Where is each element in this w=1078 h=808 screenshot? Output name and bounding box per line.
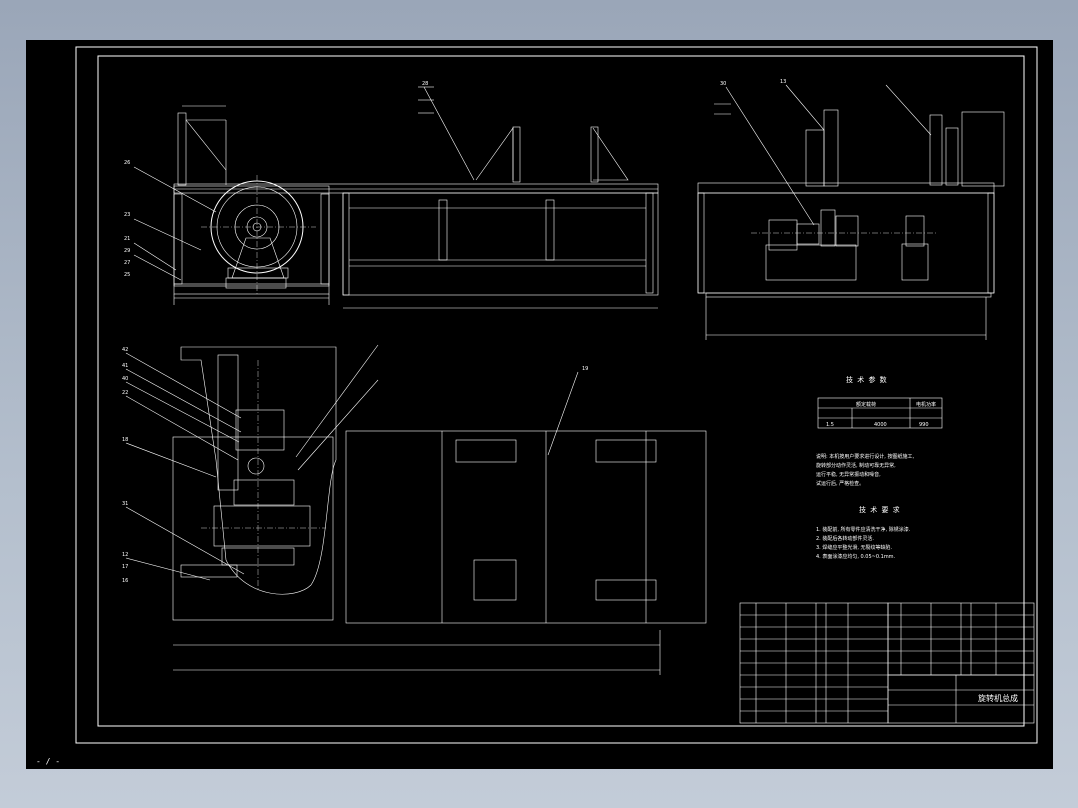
callout-3: 21 [124, 236, 130, 242]
sheet-outer-border [75, 46, 1038, 744]
tech-params-cell-2: 990 [919, 422, 929, 428]
callout-18: 16 [122, 578, 128, 584]
callout-16: 12 [122, 552, 128, 558]
callout-1: 26 [124, 160, 130, 166]
plan-view [125, 344, 707, 675]
cad-viewport[interactable]: 技 术 参 数 额定载荷 电机功率 1.5 4000 990 说明: 本机按用户… [26, 40, 1053, 769]
callout-11: 41 [122, 363, 128, 369]
callout-14: 18 [122, 437, 128, 443]
callout-19: 19 [582, 366, 588, 372]
params-note-0: 说明: 本机按用户要求进行设计, 按图纸施工, [816, 453, 914, 460]
sheet-inner-border [97, 55, 1025, 727]
callout-15: 31 [122, 501, 128, 507]
callout-17: 17 [122, 564, 128, 570]
callout-10: 42 [122, 347, 128, 353]
tech-params-heading: 技 术 参 数 [846, 375, 888, 384]
side-elevation-view [697, 84, 1005, 340]
callout-4: 29 [124, 248, 130, 254]
drawing-title: 旋转机总成 [978, 693, 1018, 703]
technical-requirements-block: 技 术 要 求 1. 装配前, 所有零件应清洗干净, 除锈涂漆. 2. 装配后各… [816, 505, 911, 560]
coordinate-readout: - / - [36, 757, 61, 766]
tech-requirement-0: 1. 装配前, 所有零件应清洗干净, 除锈涂漆. [816, 526, 911, 533]
tech-params-header-0: 额定载荷 [856, 401, 876, 408]
tech-params-header-1: 电机功率 [916, 401, 936, 408]
params-note-3: 试运行后, 严格检查。 [816, 480, 864, 487]
front-elevation-view [133, 86, 659, 309]
callout-13: 22 [122, 390, 128, 396]
callout-6: 25 [124, 272, 130, 278]
callout-2: 23 [124, 212, 130, 218]
callout-7: 28 [422, 81, 428, 87]
technical-parameters-block: 技 术 参 数 额定载荷 电机功率 1.5 4000 990 说明: 本机按用户… [816, 375, 943, 487]
tech-requirement-3: 4. 表面涂漆应均匀, 0.05~0.1mm. [816, 553, 896, 560]
tech-requirement-2: 3. 焊缝应平整光滑, 无裂纹等缺陷. [816, 544, 893, 551]
params-note-1: 旋转部分动作灵活, 制动可靠无异常, [816, 462, 896, 469]
callout-labels: 26 23 21 29 27 25 28 30 13 42 41 40 22 1… [122, 79, 786, 584]
tech-requirement-1: 2. 装配后各转动部件灵活. [816, 535, 874, 542]
drawing-canvas: 技 术 参 数 额定载荷 电机功率 1.5 4000 990 说明: 本机按用户… [75, 46, 1038, 744]
params-note-2: 运行平稳, 无异常振动和噪音, [816, 471, 881, 478]
callout-9: 13 [780, 79, 786, 85]
tech-requirements-heading: 技 术 要 求 [859, 505, 901, 514]
parts-list-table [739, 602, 1035, 724]
tech-params-cell-1: 4000 [874, 422, 887, 428]
callout-8: 30 [720, 81, 726, 87]
tech-params-cell-0: 1.5 [826, 422, 834, 428]
callout-12: 40 [122, 376, 128, 382]
callout-5: 27 [124, 260, 130, 266]
